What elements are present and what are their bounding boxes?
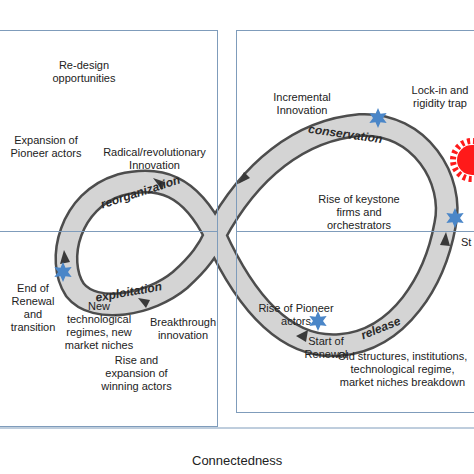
blue-star (369, 108, 386, 128)
ribbon-band (66, 125, 446, 345)
phase-note: Re-design opportunities (39, 59, 129, 85)
quadrant-box: End of Renewal and transitionNew technol… (0, 231, 218, 427)
flow-arrow (138, 298, 150, 308)
phase-note: Rise of Pioneer actors (257, 302, 335, 328)
phase-note: Incremental Innovation (257, 91, 347, 117)
phase-note: Lock-in and rigidity trap (405, 84, 474, 110)
flow-arrow (238, 172, 250, 184)
phase-note: End of Renewal and transition (4, 282, 62, 334)
phase-note: New technological regimes, new market ni… (59, 300, 139, 352)
phase-note: Breakthrough innovation (145, 316, 221, 342)
sun-disc (457, 145, 474, 175)
flow-arrow (60, 250, 70, 264)
phase-note: Rise and expansion of winning actors (89, 354, 184, 393)
flow-arrow (296, 330, 308, 342)
quadrant-box: Rise of Pioneer actorsStart of RenewalOl… (236, 231, 474, 413)
axis-line (0, 428, 474, 429)
flow-arrow (440, 232, 450, 246)
phase-note: Old structures, institutions, technologi… (335, 350, 470, 389)
blue-star (54, 262, 71, 282)
ribbon-outline (66, 125, 446, 345)
axis-title: Connectedness (192, 453, 282, 468)
blue-star (446, 208, 463, 228)
red-sun (453, 141, 474, 179)
phase-note: Rise of keystone firms and orchestrators (309, 193, 409, 232)
sun-rays (453, 141, 474, 179)
phase-note: Expansion of Pioneer actors (5, 134, 87, 160)
phase-note: Radical/revolutionary Innovation (97, 146, 212, 172)
stars (54, 108, 463, 331)
cut-off-text: St (461, 236, 471, 248)
